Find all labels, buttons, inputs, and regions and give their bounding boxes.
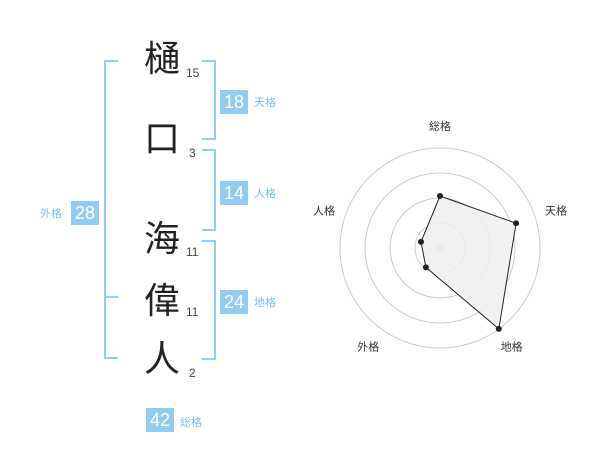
radar-ring-4 — [339, 147, 541, 349]
radar-point-4 — [422, 264, 429, 271]
stroke-count-3: 11 — [186, 245, 199, 259]
chikaku-label: 地格 — [254, 296, 276, 309]
name-char-4: 偉 — [143, 281, 180, 322]
name-char-2: 口 — [143, 119, 180, 160]
tenkaku-label: 天格 — [254, 96, 276, 109]
soukaku-score: 42 — [146, 408, 174, 432]
name-char-3: 海 — [143, 219, 180, 260]
name-char-5: 人 — [143, 339, 180, 380]
tenkaku-score: 18 — [220, 90, 248, 114]
stroke-count-4: 11 — [186, 305, 199, 319]
jinkaku-score: 14 — [220, 181, 248, 205]
radar-axis-label-3: 地格 — [501, 340, 523, 354]
soukaku-label: 総格 — [180, 416, 202, 429]
chikaku-score: 24 — [220, 290, 248, 314]
stroke-count-2: 3 — [189, 146, 196, 160]
gaikaku-label: 外格 — [40, 207, 62, 220]
radar-axis-label-1: 総格 — [429, 119, 451, 133]
stroke-count-1: 15 — [186, 66, 200, 80]
radar-point-5 — [417, 238, 424, 245]
radar-axis-label-5: 人格 — [313, 203, 335, 217]
jinkaku-bracket — [202, 149, 216, 231]
chikaku-bracket — [202, 240, 216, 360]
jinkaku-label: 人格 — [254, 187, 276, 200]
radar-axis-label-2: 天格 — [545, 203, 567, 217]
gaikaku-bracket-lower — [104, 298, 118, 359]
radar-point-1 — [437, 193, 443, 199]
radar-polygon — [420, 195, 517, 330]
gaikaku-score: 28 — [71, 201, 99, 225]
gaikaku-bracket-upper — [104, 60, 118, 298]
name-char-1: 樋 — [143, 39, 180, 80]
radar-axis-label-4: 外格 — [357, 340, 379, 354]
radar-point-3 — [495, 325, 502, 332]
radar-series — [417, 193, 520, 332]
tenkaku-bracket — [202, 60, 216, 140]
stroke-count-5: 2 — [189, 366, 196, 380]
radar-ring-3 — [364, 172, 516, 324]
radar-point-2 — [513, 220, 520, 227]
